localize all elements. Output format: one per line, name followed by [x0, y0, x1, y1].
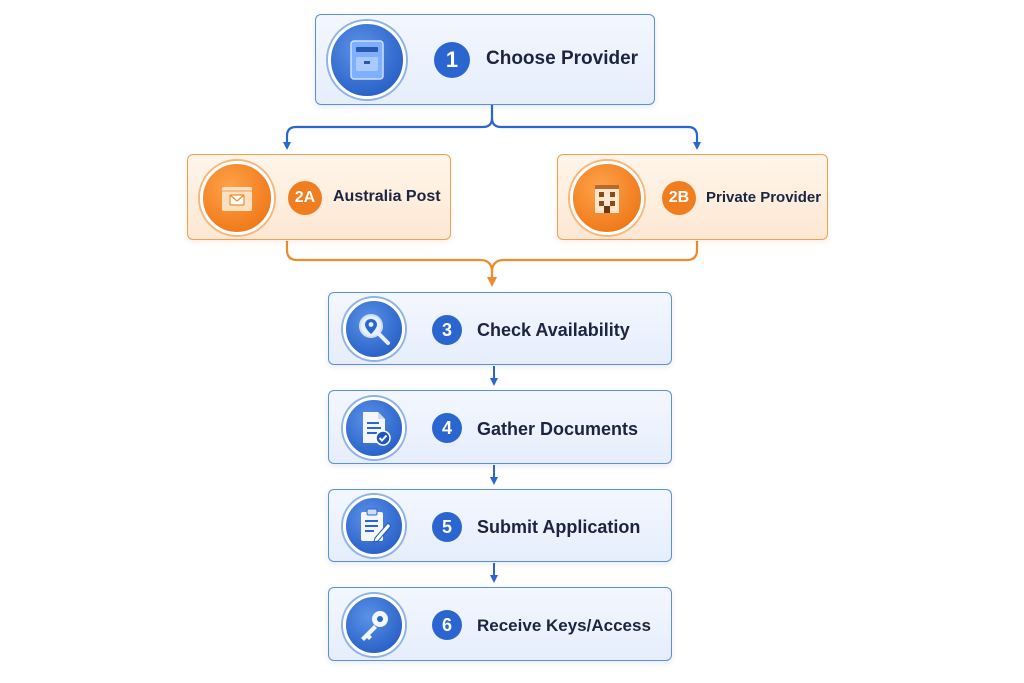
mailbox-icon: [328, 21, 406, 99]
step-australia-post: 2A Australia Post: [187, 154, 451, 240]
document-check-icon: [343, 397, 405, 459]
connector-s1-split: [283, 104, 494, 150]
step-label: Gather Documents: [477, 419, 639, 439]
step-number-badge: 5: [432, 512, 462, 542]
connector-merge-right: [490, 241, 699, 273]
step-label: Choose Provider: [486, 48, 639, 69]
step-label: Private Provider: [706, 189, 822, 206]
step-number-badge: 4: [432, 413, 462, 443]
step-choose-provider: 1 Choose Provider: [315, 14, 655, 105]
building-icon: [570, 161, 644, 235]
step-number-badge: 2A: [288, 181, 322, 215]
connector-merge-left: [285, 241, 497, 287]
step-label: Check Availability: [477, 320, 630, 340]
step-check-availability: 3 Check Availability: [328, 292, 672, 365]
location-search-icon: [343, 298, 405, 360]
connector-s1-split-right: [490, 117, 701, 150]
step-number-badge: 2B: [662, 181, 696, 215]
step-label: Submit Application: [477, 517, 641, 537]
step-gather-documents: 4 Gather Documents: [328, 390, 672, 464]
step-label: Receive Keys/Access: [477, 616, 651, 635]
step-number-badge: 1: [434, 42, 470, 78]
step-number-badge: 6: [432, 610, 462, 640]
key-icon: [343, 594, 405, 656]
clipboard-pen-icon: [343, 495, 405, 557]
parcel-icon: [200, 161, 274, 235]
step-receive-keys: 6 Receive Keys/Access: [328, 587, 672, 661]
step-number-badge: 3: [432, 315, 462, 345]
step-private-provider: 2B Private Provider: [557, 154, 828, 240]
step-label: Australia Post: [333, 188, 441, 205]
step-submit-application: 5 Submit Application: [328, 489, 672, 562]
